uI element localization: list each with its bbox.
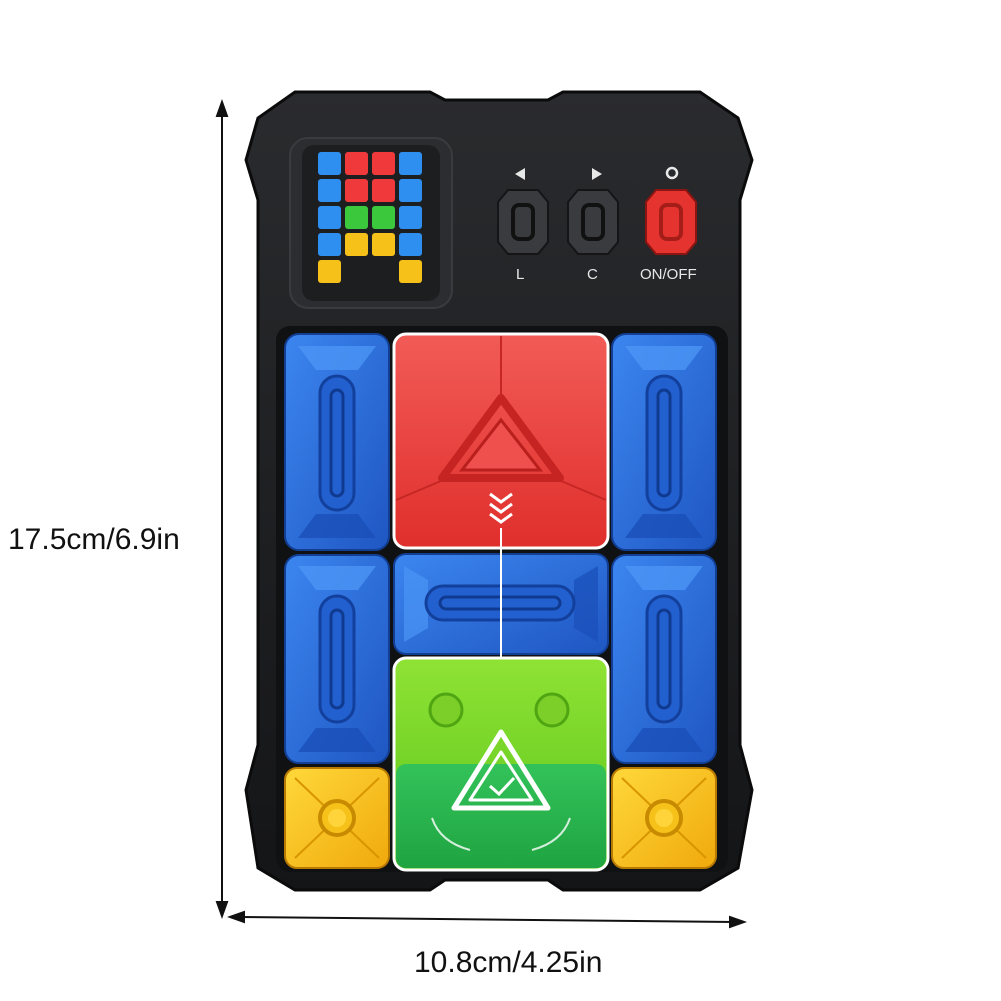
display-cell-yellow (399, 260, 422, 283)
width-dimension-arrow (227, 910, 747, 929)
center-button[interactable] (567, 189, 619, 255)
display-cell-black (372, 260, 395, 283)
green-target-block (392, 656, 610, 872)
left-button[interactable] (497, 189, 549, 255)
display-cell-red (345, 152, 368, 175)
display-cell-blue (318, 233, 341, 256)
blue-block-top-left[interactable] (284, 333, 390, 551)
display-cell-blue (318, 206, 341, 229)
blue-block-bottom-right[interactable] (611, 554, 717, 764)
display-cell-yellow (372, 233, 395, 256)
center-button-label: C (587, 266, 598, 283)
level-display-grid (318, 152, 422, 283)
display-cell-blue (399, 152, 422, 175)
display-cell-red (372, 152, 395, 175)
display-cell-blue (318, 152, 341, 175)
blue-block-bottom-left[interactable] (284, 554, 390, 764)
power-icon (665, 166, 679, 180)
power-button[interactable] (645, 189, 697, 255)
checkmark-icon (489, 776, 516, 797)
display-cell-green (372, 206, 395, 229)
yellow-block-right[interactable] (611, 767, 717, 869)
height-dimension-label: 17.5cm/6.9in (8, 523, 180, 556)
display-cell-blue (399, 179, 422, 202)
display-cell-red (345, 179, 368, 202)
control-panel (497, 166, 697, 255)
display-cell-yellow (318, 260, 341, 283)
power-button-label: ON/OFF (640, 266, 697, 283)
triangle-left-icon (515, 168, 525, 180)
display-cell-red (372, 179, 395, 202)
level-display (289, 137, 453, 309)
blue-block-top-right[interactable] (611, 333, 717, 551)
yellow-block-left[interactable] (284, 767, 390, 869)
display-cell-yellow (345, 233, 368, 256)
display-cell-blue (399, 206, 422, 229)
display-cell-blue (318, 179, 341, 202)
left-button-label: L (516, 266, 525, 283)
display-cell-blue (399, 233, 422, 256)
display-cell-black (345, 260, 368, 283)
height-dimension-arrow (215, 99, 229, 919)
width-dimension-label: 10.8cm/4.25in (414, 946, 603, 979)
chevron-down-icon (489, 492, 513, 524)
triangle-right-icon (592, 168, 602, 180)
red-block[interactable] (392, 332, 610, 550)
display-cell-green (345, 206, 368, 229)
